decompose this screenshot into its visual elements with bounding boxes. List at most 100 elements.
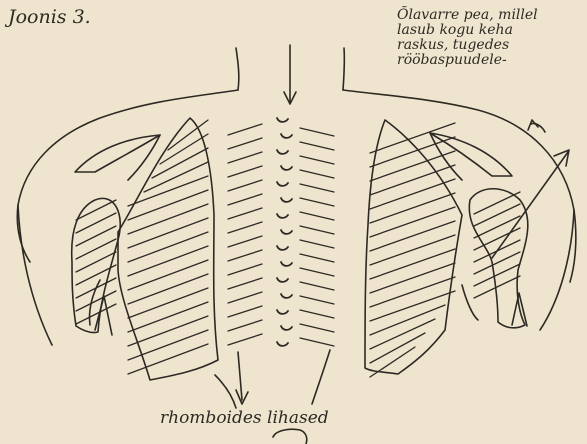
left-scapula-hatch [128,232,208,262]
right-arm-inner [462,285,478,320]
back-hatch-right [300,268,334,276]
right-humerus-hatch [474,228,520,250]
back-hatch-left [228,278,262,289]
vertebra-mark [277,150,288,154]
right-scapula-hatch [370,319,435,349]
vertebra-mark [277,342,288,346]
right-humerus-hatch [474,252,520,274]
back-hatch-left [228,292,262,303]
annotation-line-2: lasub kogu keha [397,23,538,38]
annotation-line-4: rööbaspuudele- [397,53,538,68]
right-shoulder-contour [343,90,576,282]
right-scapula-hatch [370,221,455,251]
left-scapula-hatch [128,204,208,234]
bottom-oval [273,429,307,444]
back-hatch-left [228,236,262,247]
left-humerus-hatch [76,239,116,259]
back-hatch-left [228,250,262,261]
right-humerus-hatch [474,192,520,214]
annotation-note: Õlavarre pea, millel lasub kogu keha ras… [397,8,538,68]
left-scapula-hatch [128,260,208,290]
left-scapula-hatch [128,274,208,304]
back-hatch-right [300,170,334,178]
trunk-curve-left [215,375,236,408]
right-scapula-hatch [370,179,455,209]
back-hatch-left [228,152,262,163]
right-scapula-hatch [370,193,455,223]
left-acromion [75,135,160,172]
back-hatch-left [228,166,262,177]
back-hatch-right [300,198,334,206]
vertebra-mark [277,246,288,250]
left-scapula [118,118,218,380]
left-shoulder-contour [17,90,238,262]
left-humerus-hatch [76,278,116,298]
back-hatch-left [228,334,262,345]
annotation-pointer-line [492,152,568,258]
neck-left-line [236,48,239,90]
back-hatch-right [300,338,334,346]
vertebra-mark [281,326,292,330]
annotation-line-3: raskus, tugedes [397,38,538,53]
vertebra-mark [281,230,292,234]
left-humerus-hatch [76,265,116,285]
annotation-line-1: Õlavarre pea, millel [397,8,538,23]
vertebra-mark [277,278,288,282]
hatching [76,120,520,377]
left-humerus-hatch [76,226,116,246]
back-hatch-right [300,184,334,192]
right-scapula-hatch [370,151,455,181]
vertebra-mark [277,118,288,122]
left-spine-of-scapula [128,135,160,180]
back-hatch-left [228,222,262,233]
back-hatch-right [300,310,334,318]
vertebra-mark [281,166,292,170]
right-scapula-hatch [370,235,455,265]
vertebra-mark [277,182,288,186]
vertebra-mark [281,198,292,202]
back-hatch-left [228,208,262,219]
right-scapula-hatch [370,263,455,293]
left-scapula-hatch [128,302,208,332]
bottom-caption: rhomboides lihased [160,408,329,428]
back-hatch-right [300,240,334,248]
back-hatch-right [300,254,334,262]
left-scapula-hatch [128,316,208,346]
figure-title: Joonis 3. [8,6,91,28]
back-hatch-right [300,282,334,290]
back-hatch-left [228,306,262,317]
back-hatch-right [300,226,334,234]
back-hatch-right [300,142,334,150]
back-hatch-left [228,194,262,205]
vertebra-mark [277,214,288,218]
vertebra-mark [281,262,292,266]
right-scapula-hatch [370,277,455,307]
right-scapula-hatch [370,137,455,167]
left-scapula-hatch [128,288,208,318]
left-humerus-hatch [76,304,116,324]
back-hatch-left [228,264,262,275]
left-scapula-hatch [128,246,208,276]
back-hatch-right [300,128,334,136]
back-hatch-right [300,324,334,332]
right-scapula-hatch [370,249,455,279]
left-scapula-hatch [128,218,208,248]
back-hatch-left [228,138,262,149]
vertebra-mark [281,134,292,138]
left-humerus-hatch [76,213,116,233]
back-hatch-left [228,320,262,331]
right-humerus-hatch [474,216,520,238]
back-hatch-right [300,156,334,164]
left-arm-outer [18,205,52,345]
right-scapula-hatch [370,207,455,237]
back-hatch-right [300,212,334,220]
spine-vertebrae [277,118,292,346]
right-humerus-hatch [474,204,520,226]
right-humerus-hatch [474,264,520,286]
back-hatch-left [228,124,262,135]
back-hatch-right [300,296,334,304]
trunk-line-left [238,352,242,400]
right-humeral-head [469,189,528,328]
vertebra-mark [281,294,292,298]
annotation-small-arrow-head [528,120,538,130]
